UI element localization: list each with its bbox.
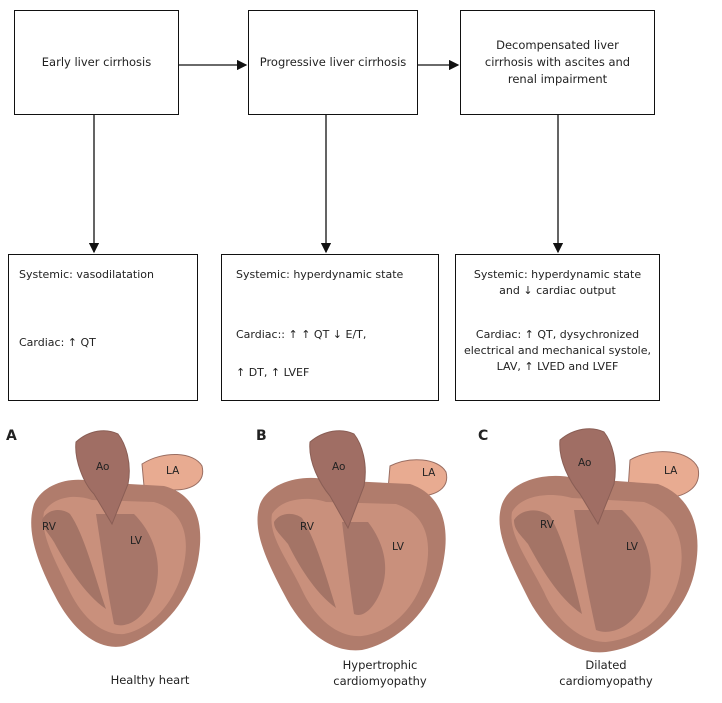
caption-healthy-heart: Healthy heart: [110, 673, 190, 687]
dilated-heart-illustration: Ao LA RV LV: [499, 428, 700, 653]
cardiac-text: Cardiac: ↑ QT: [19, 336, 96, 349]
rv-label: RV: [300, 521, 315, 533]
ao-label: Ao: [578, 457, 591, 469]
outcome-box-progressive: Systemic: hyperdynamic state Cardiac:: ↑…: [221, 254, 439, 401]
caption-dilated: Dilated cardiomyopathy: [559, 658, 653, 688]
panel-letter-c: C: [478, 428, 489, 444]
stage-box-decompensated: Decompensated liver cirrhosis with ascit…: [460, 10, 655, 115]
stage-label: Decompensated liver cirrhosis with ascit…: [484, 38, 631, 86]
la-label: LA: [166, 465, 180, 477]
lv-label: LV: [392, 541, 405, 553]
la-label: LA: [422, 467, 436, 479]
stage-box-progressive: Progressive liver cirrhosis: [248, 10, 418, 115]
ao-label: Ao: [96, 461, 109, 473]
lv-label: LV: [626, 541, 639, 553]
cardiac-text: Cardiac:: ↑ ↑ QT ↓ E/T,: [236, 328, 367, 341]
hypertrophic-heart-illustration: Ao LA RV LV: [257, 430, 448, 651]
rv-label: RV: [540, 519, 555, 531]
stage-box-early: Early liver cirrhosis: [14, 10, 179, 115]
stage-label: Progressive liver cirrhosis: [259, 55, 407, 69]
panel-letter-a: A: [6, 428, 17, 444]
systemic-text: Systemic: vasodilatation: [19, 268, 154, 281]
systemic-text: Systemic: hyperdynamic state: [236, 268, 404, 281]
cardiac-text: Cardiac: ↑ QT, dysychronized electrical …: [463, 328, 651, 373]
caption-hypertrophic: Hypertrophic cardiomyopathy: [333, 658, 427, 688]
outcome-box-early: Systemic: vasodilatation Cardiac: ↑ QT: [8, 254, 198, 401]
rv-label: RV: [42, 521, 57, 533]
systemic-text: Systemic: hyperdynamic state and ↓ cardi…: [473, 268, 642, 297]
panel-letter-b: B: [256, 428, 267, 444]
outcome-box-decompensated: Systemic: hyperdynamic state and ↓ cardi…: [455, 254, 660, 401]
la-label: LA: [664, 465, 678, 477]
healthy-heart-illustration: Ao LA RV LV: [31, 430, 204, 647]
stage-label: Early liver cirrhosis: [41, 55, 152, 69]
flow-arrows: [88, 59, 564, 254]
ao-label: Ao: [332, 461, 345, 473]
lv-label: LV: [130, 535, 143, 547]
cardiac-text-continued: ↑ DT, ↑ LVEF: [236, 366, 310, 379]
